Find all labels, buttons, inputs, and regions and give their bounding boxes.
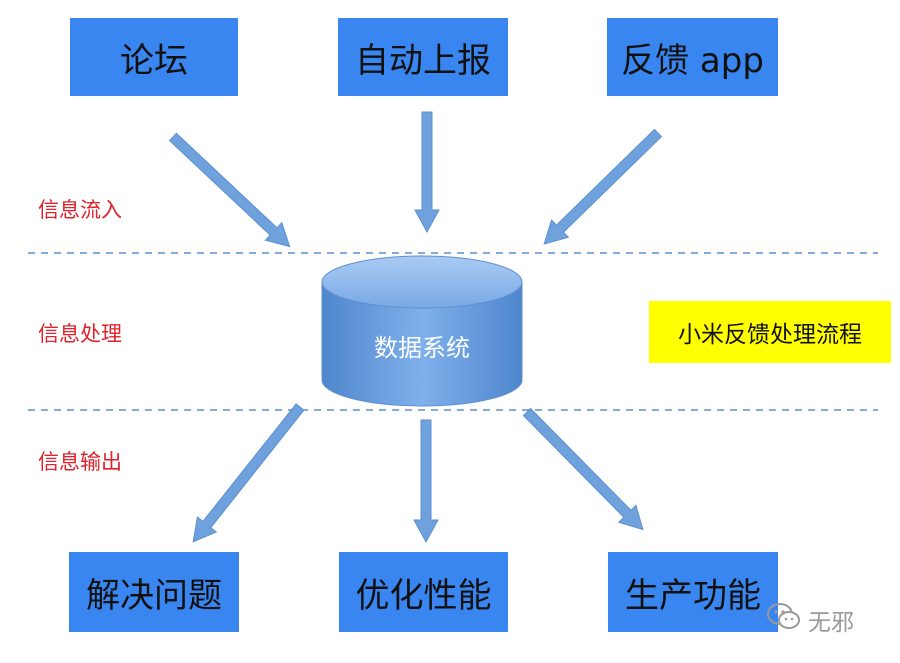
process-title-tag: 小米反馈处理流程 <box>649 301 891 363</box>
database-cylinder <box>321 255 523 407</box>
arrow-forum-to-db <box>168 132 291 248</box>
arrow-db-to-solve <box>192 403 305 543</box>
arrow-report-to-db <box>414 111 440 234</box>
stage-label-inflow: 信息流入 <box>38 198 122 222</box>
database-label: 数据系统 <box>374 334 470 362</box>
arrow-db-to-produce <box>522 407 644 531</box>
stage-label-processing: 信息处理 <box>38 322 122 346</box>
source-box-auto-report: 自动上报 <box>338 18 508 96</box>
wechat-icon <box>766 602 802 638</box>
watermark-text: 无邪 <box>808 610 854 636</box>
output-box-solve-problems: 解决问题 <box>69 552 239 632</box>
arrow-app-to-db <box>543 128 663 245</box>
source-box-forum: 论坛 <box>70 18 238 96</box>
output-box-produce-features: 生产功能 <box>608 552 778 632</box>
source-box-feedback-app: 反馈 app <box>607 18 778 96</box>
output-box-optimize-performance: 优化性能 <box>339 552 508 632</box>
arrow-db-to-optimize <box>413 419 439 544</box>
watermark: 无邪 <box>766 602 854 638</box>
stage-label-output: 信息输出 <box>38 450 122 474</box>
